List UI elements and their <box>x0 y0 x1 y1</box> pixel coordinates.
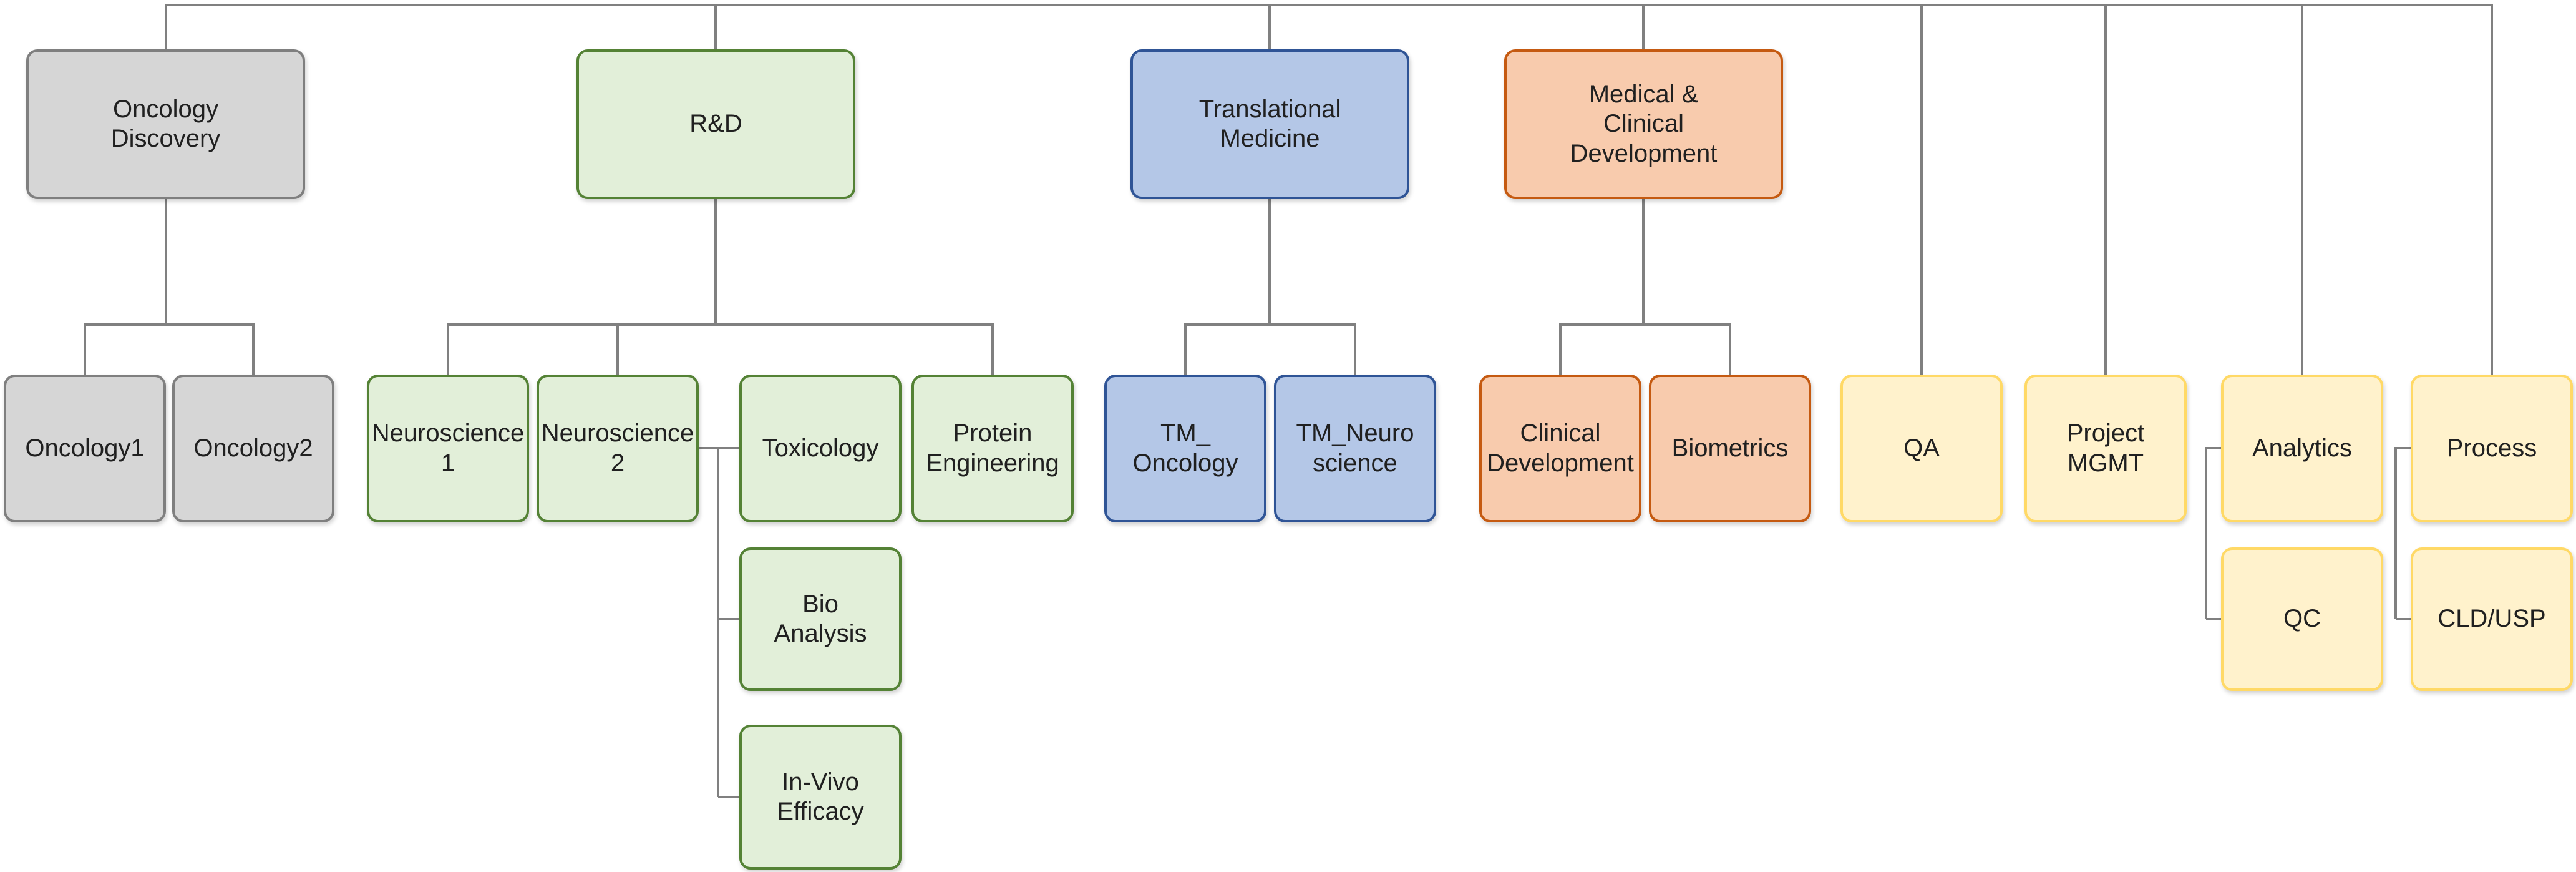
node-protein-engineering: Protein Engineering <box>911 375 1074 522</box>
node-bio-analysis: Bio Analysis <box>739 547 902 691</box>
node-process: Process <box>2411 375 2573 522</box>
node-translational-medicine: Translational Medicine <box>1130 49 1409 199</box>
node-label: Translational Medicine <box>1198 95 1341 152</box>
node-label: Oncology1 <box>25 434 145 462</box>
node-label: Project MGMT <box>2066 419 2145 477</box>
node-clinical-development: Clinical Development <box>1479 375 1641 522</box>
node-label: Clinical Development <box>1487 419 1634 477</box>
node-qc: QC <box>2221 547 2383 691</box>
node-neuroscience2: Neuroscience 2 <box>537 375 699 522</box>
connector-analytics-hang <box>2205 447 2221 620</box>
node-cld-usp: CLD/USP <box>2411 547 2573 691</box>
node-label: Bio Analysis <box>774 590 867 647</box>
node-label: CLD/USP <box>2437 605 2546 633</box>
node-biometrics: Biometrics <box>1649 375 1811 522</box>
node-qa: QA <box>1840 375 2003 522</box>
node-label: Analytics <box>2252 434 2353 462</box>
node-tm-oncology: TM_ Oncology <box>1104 375 1266 522</box>
connector-toxicology-hang <box>697 447 739 798</box>
node-in-vivo-efficacy: In-Vivo Efficacy <box>739 725 902 870</box>
node-rnd: R&D <box>576 49 855 199</box>
node-label: Toxicology <box>762 434 879 462</box>
connector-top-rail <box>165 4 2493 375</box>
node-label: Medical & Clinical Development <box>1570 81 1718 167</box>
connector-process-hang <box>2394 447 2411 620</box>
node-toxicology: Toxicology <box>739 375 902 522</box>
node-neuroscience1: Neuroscience 1 <box>367 375 529 522</box>
node-medical-clinical-development: Medical & Clinical Development <box>1504 49 1783 199</box>
node-oncology2: Oncology2 <box>172 375 334 522</box>
connector-oncology-branch <box>84 199 255 375</box>
node-label: Process <box>2446 434 2537 462</box>
node-label: R&D <box>689 110 742 138</box>
node-label: Protein Engineering <box>926 419 1059 477</box>
node-project-mgmt: Project MGMT <box>2024 375 2187 522</box>
connector-translational-branch <box>1184 199 1356 375</box>
node-oncology-discovery: Oncology Discovery <box>26 49 305 199</box>
node-analytics: Analytics <box>2221 375 2383 522</box>
node-oncology1: Oncology1 <box>4 375 166 522</box>
node-tm-neuroscience: TM_Neuro science <box>1274 375 1436 522</box>
node-label: Oncology2 <box>193 434 313 462</box>
connector-rnd-branch <box>447 199 994 375</box>
node-label: QC <box>2283 605 2321 633</box>
node-label: Oncology Discovery <box>110 95 221 152</box>
node-label: Biometrics <box>1671 434 1789 462</box>
node-label: Neuroscience 1 <box>371 419 525 477</box>
connector-medical-branch <box>1559 199 1731 375</box>
node-label: TM_ Oncology <box>1132 419 1238 477</box>
node-label: TM_Neuro science <box>1296 419 1414 477</box>
node-label: QA <box>1903 434 1940 462</box>
node-label: In-Vivo Efficacy <box>777 768 864 825</box>
node-label: Neuroscience 2 <box>541 419 694 477</box>
